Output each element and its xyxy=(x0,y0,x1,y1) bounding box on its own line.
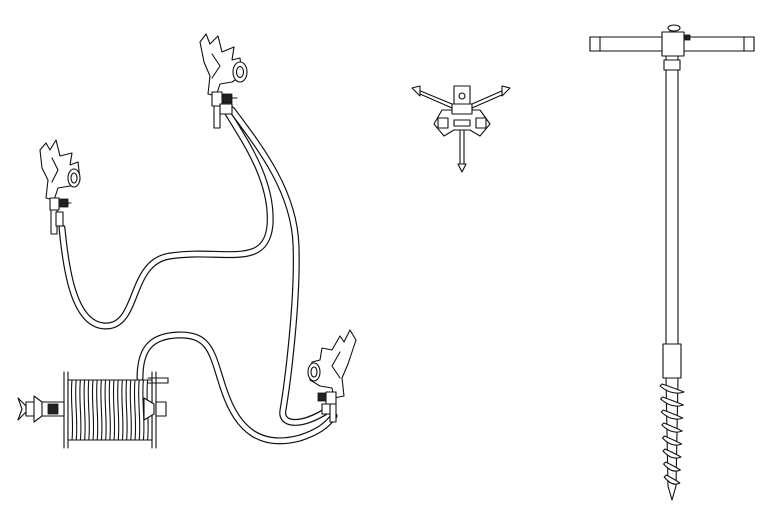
reel-winding xyxy=(117,379,120,441)
reel-winding xyxy=(79,379,82,441)
auger-flight xyxy=(661,435,683,446)
reel-winding xyxy=(104,379,107,441)
reel-winding xyxy=(121,379,124,441)
cable-top-clamp-to-right-clamp xyxy=(228,106,332,426)
auger-flight xyxy=(663,474,681,485)
reel-winding xyxy=(108,379,111,441)
reel-winding xyxy=(142,379,145,441)
reel-winding xyxy=(129,379,132,441)
reel-winding xyxy=(133,379,137,441)
ground-rod xyxy=(589,24,755,501)
cable-reel xyxy=(17,371,169,449)
reel-winding xyxy=(91,379,95,441)
auger-flight xyxy=(663,461,681,472)
reel-winding xyxy=(100,379,103,441)
cable-left-clamp-to-reel xyxy=(58,106,274,330)
multi-clamp-connector xyxy=(411,85,511,173)
reel-winding xyxy=(125,379,128,441)
auger-flight xyxy=(659,383,685,394)
auger-flight xyxy=(660,409,684,420)
reel-winding xyxy=(138,379,141,441)
reel-winding xyxy=(83,379,86,441)
grounding-clamp-top xyxy=(199,33,248,129)
grounding-clamp-left xyxy=(39,139,81,235)
reel-winding xyxy=(70,379,74,441)
reel-winding xyxy=(96,379,99,441)
reel-winding xyxy=(75,379,78,441)
reel-winding xyxy=(87,379,90,441)
auger-flight xyxy=(661,422,683,433)
reel-winding xyxy=(112,379,116,441)
cable-reel-to-right-clamp xyxy=(136,331,338,445)
auger-flight xyxy=(660,396,684,407)
auger-flight xyxy=(662,448,682,459)
grounding-clamp-right xyxy=(307,329,357,423)
